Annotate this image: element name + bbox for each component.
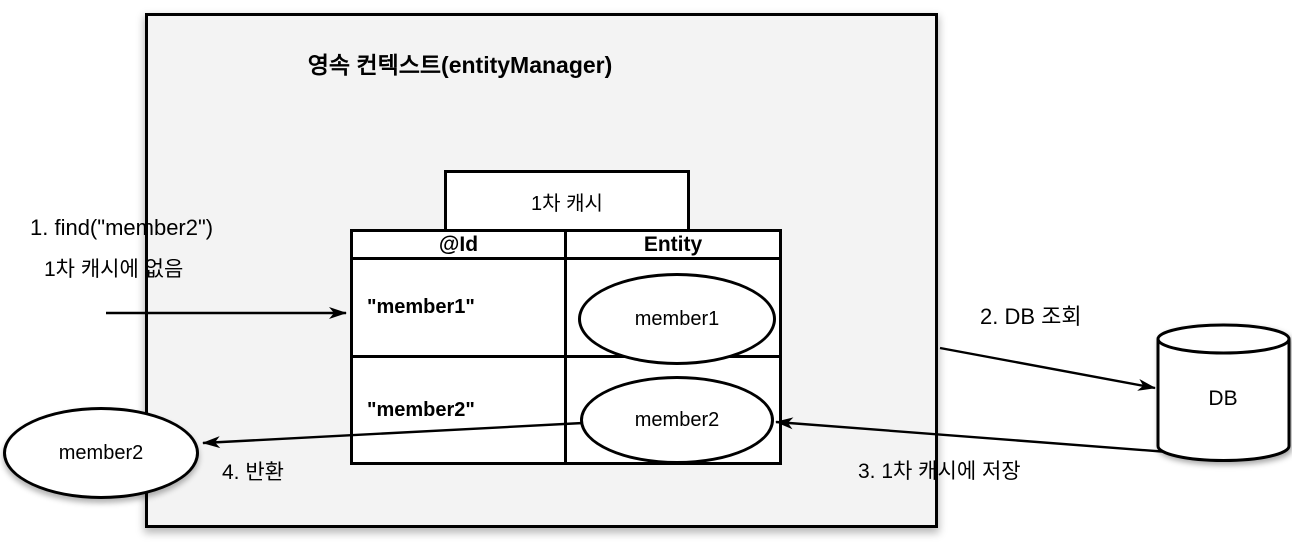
db-cylinder: DB — [1156, 323, 1291, 462]
entity-label-member1: member1 — [634, 307, 720, 330]
step2-db-lookup-label: 2. DB 조회 — [980, 304, 1082, 329]
arrow-db-lookup — [939, 346, 1156, 391]
step1-cache-miss-label: 1차 캐시에 없음 — [44, 258, 184, 281]
entity-ellipse-member1: member1 — [578, 273, 776, 365]
table-row-member1-id: "member1" — [353, 260, 567, 358]
step1-find-label: 1. find("member2") — [30, 215, 214, 240]
step4-return-label: 4. 반환 — [222, 461, 284, 484]
persistence-context-title: 영속 컨텍스트(entityManager) — [307, 52, 613, 78]
returned-entity-label: member2 — [58, 441, 144, 464]
entity-ellipse-member2: member2 — [580, 376, 774, 464]
step3-store-cache-label: 3. 1차 캐시에 저장 — [858, 460, 1021, 483]
first-level-cache-label: 1차 캐시 — [531, 192, 603, 215]
table-header-id: @Id — [353, 232, 567, 260]
entity-label-member2: member2 — [634, 408, 720, 431]
table-row-member2-id: "member2" — [353, 358, 567, 462]
db-label: DB — [1208, 387, 1237, 410]
first-level-cache-tab: 1차 캐시 — [444, 170, 690, 232]
returned-entity-ellipse: member2 — [3, 407, 199, 499]
table-header-entity: Entity — [567, 232, 779, 260]
